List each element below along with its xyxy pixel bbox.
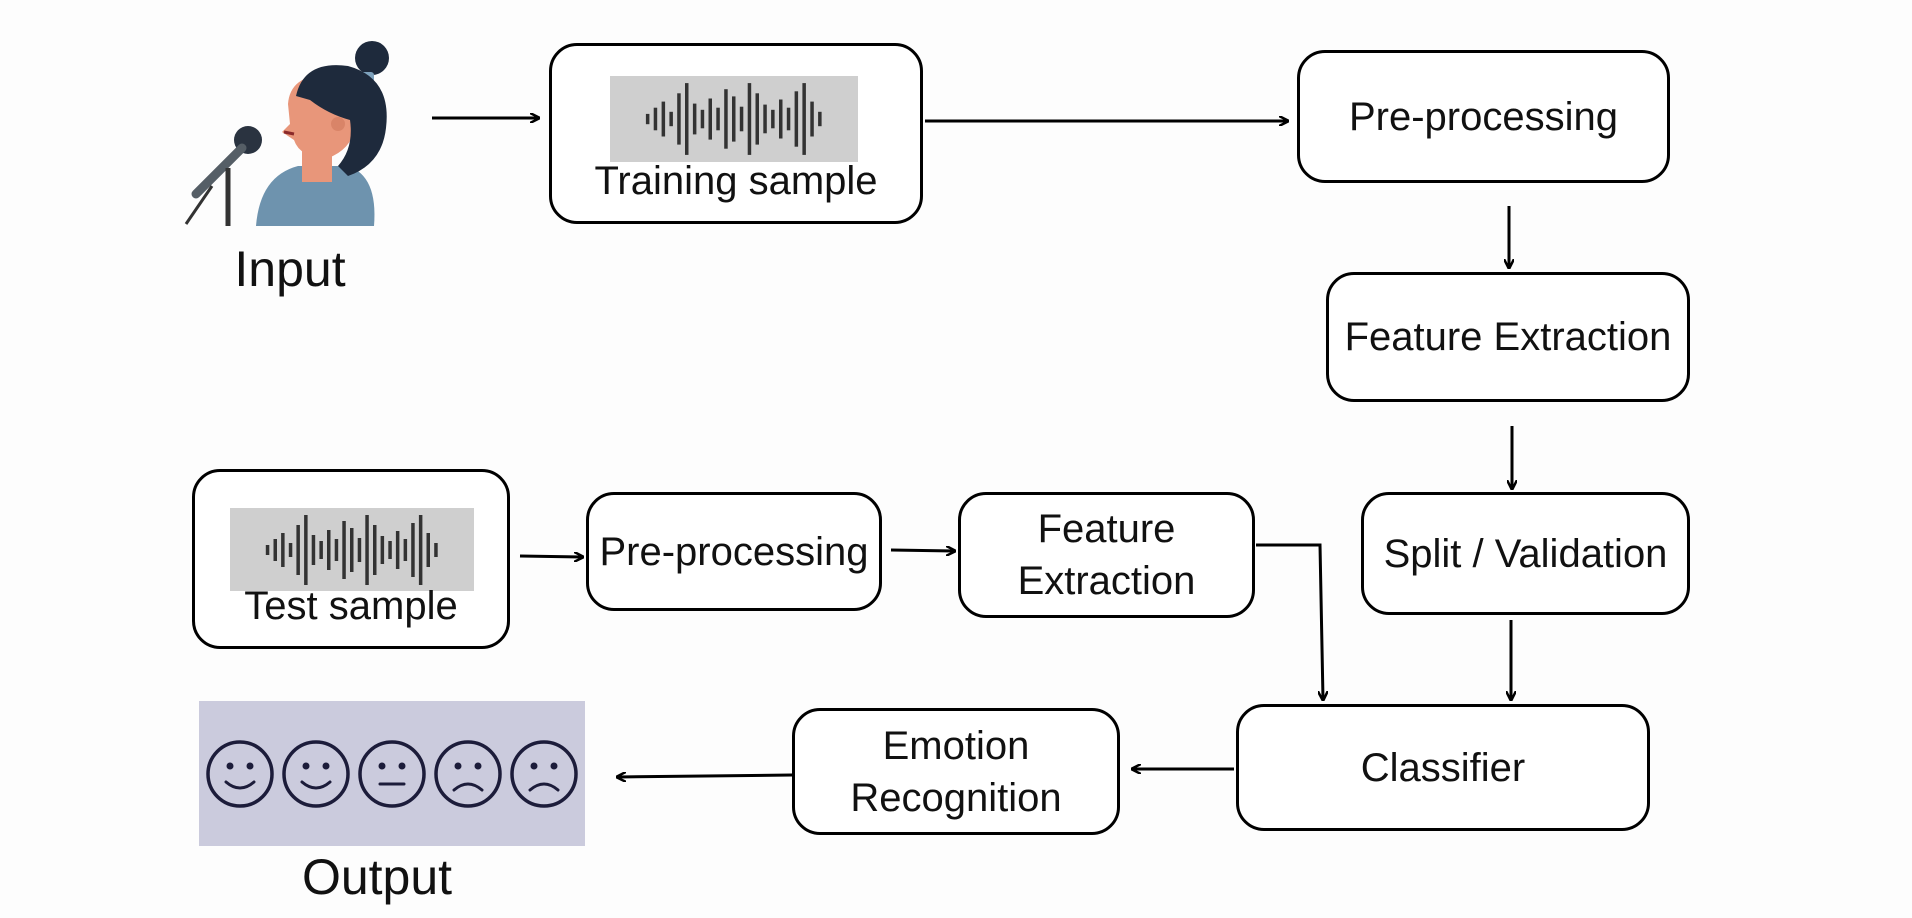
waveform-bar xyxy=(388,540,392,559)
waveform-bar xyxy=(327,529,331,570)
waveform-bar xyxy=(265,544,270,555)
split-validation-label: Split / Validation xyxy=(1383,531,1668,576)
classifier-label: Classifier xyxy=(1360,745,1526,790)
waveform-bar xyxy=(319,540,323,559)
test-feature-extraction-label: Feature Extraction xyxy=(1017,507,1196,603)
speaker-with-microphone-icon xyxy=(184,41,389,226)
waveform-icon xyxy=(265,514,438,585)
arrow-preprocessing-to-feature-test xyxy=(890,550,954,551)
waveform-bar xyxy=(677,93,681,145)
waveform-bar xyxy=(685,83,689,155)
waveform-bar xyxy=(700,109,705,129)
waveform-bar xyxy=(802,83,806,155)
waveform-bar xyxy=(763,104,767,134)
waveform-bar xyxy=(334,538,339,561)
waveform-bar xyxy=(281,532,285,567)
face-sad-icon xyxy=(510,739,578,808)
waveform-bar xyxy=(403,538,408,561)
waveform-bar xyxy=(357,537,362,562)
waveform-bar xyxy=(418,514,423,585)
waveform-bar xyxy=(724,89,728,149)
waveform-bar xyxy=(365,514,369,585)
smiley-faces-icon xyxy=(199,701,585,846)
test-preprocessing-label: Pre-processing xyxy=(599,529,869,574)
classifier-node: Classifier xyxy=(1236,704,1650,831)
waveform-bar xyxy=(273,538,277,561)
training-sample-node: Training sample xyxy=(549,43,923,224)
waveform-bar xyxy=(288,542,293,557)
waveform-bar xyxy=(786,107,791,131)
waveform-bar xyxy=(771,109,775,129)
waveform-bar xyxy=(692,103,697,135)
arrow-emotion-to-output xyxy=(618,775,793,777)
waveform-bar xyxy=(755,93,759,145)
output-label: Output xyxy=(301,849,453,905)
arrow-feature-test-to-classifier xyxy=(1256,543,1323,699)
training-sample-label: Training sample xyxy=(594,159,878,203)
test-preprocessing-node: Pre-processing xyxy=(586,492,882,611)
train-preprocessing-label: Pre-processing xyxy=(1348,94,1618,139)
train-feature-extraction-label: Feature Extraction xyxy=(1344,315,1672,359)
waveform-bar xyxy=(311,534,316,565)
waveform-bar xyxy=(779,99,783,139)
emotion-recognition-node: Emotion Recognition xyxy=(792,708,1120,835)
waveform-bar xyxy=(645,113,650,125)
waveform-bar xyxy=(661,101,666,137)
input-label: Input xyxy=(234,241,346,297)
waveform-bar xyxy=(304,514,308,585)
waveform-bar xyxy=(747,83,752,155)
waveform-bar xyxy=(739,106,744,132)
waveform-bar xyxy=(426,532,430,567)
waveform-bar xyxy=(296,524,300,575)
waveform-bar xyxy=(708,98,712,140)
train-feature-extraction-node: Feature Extraction xyxy=(1326,272,1690,402)
waveform-bar xyxy=(350,527,354,572)
waveform-bar xyxy=(342,520,346,579)
waveform-bar xyxy=(810,101,814,137)
train-preprocessing-node: Pre-processing xyxy=(1297,50,1670,183)
face-happy-icon xyxy=(282,739,350,808)
waveform-bar xyxy=(380,535,385,564)
waveform-bar xyxy=(411,522,415,577)
waveform-bar xyxy=(716,107,720,131)
face-neutral-icon xyxy=(358,739,426,808)
waveform-bar xyxy=(653,107,658,131)
waveform-bar xyxy=(669,111,673,127)
split-validation-node: Split / Validation xyxy=(1361,492,1690,615)
emotion-recognition-label: Emotion Recognition xyxy=(850,723,1062,820)
test-sample-label: Test sample xyxy=(244,584,458,628)
face-sad-icon xyxy=(434,739,502,808)
waveform-bar xyxy=(395,530,400,569)
face-happy-icon xyxy=(206,739,274,808)
waveform-bar xyxy=(794,91,799,147)
waveform-icon xyxy=(645,83,822,155)
waveform-bar xyxy=(818,111,822,127)
arrow-test-to-preprocessing xyxy=(519,556,582,557)
waveform-bar xyxy=(434,542,438,557)
test-sample-node: Test sample xyxy=(192,469,510,649)
waveform-bar xyxy=(373,524,377,575)
waveform-bar xyxy=(732,96,736,142)
test-feature-extraction-node: Feature Extraction xyxy=(958,492,1255,618)
